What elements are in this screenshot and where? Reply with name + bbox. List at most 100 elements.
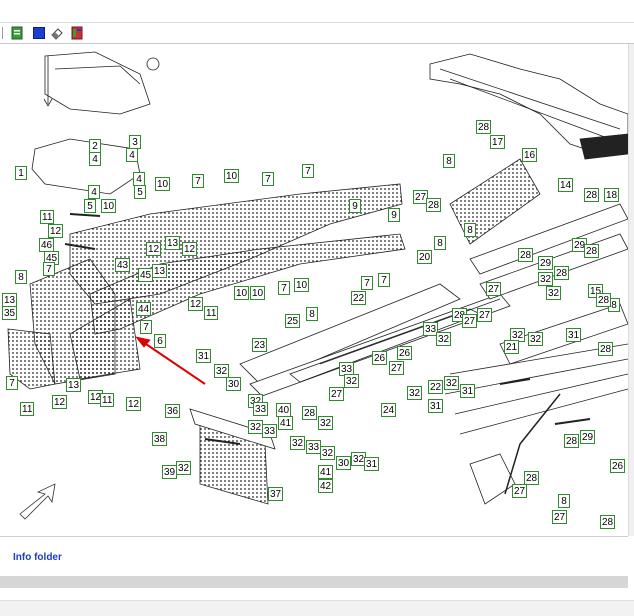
part-callout[interactable]: 32 <box>214 364 230 378</box>
part-callout[interactable]: 10 <box>101 199 117 213</box>
vertical-scrollbar[interactable] <box>628 44 634 536</box>
part-callout[interactable]: 7 <box>278 281 290 295</box>
part-callout[interactable]: 7 <box>140 320 152 334</box>
part-callout[interactable]: 28 <box>476 120 492 134</box>
part-callout[interactable]: 22 <box>428 380 444 394</box>
part-callout[interactable]: 11 <box>40 210 55 224</box>
part-callout[interactable]: 32 <box>510 328 526 342</box>
part-callout[interactable]: 16 <box>522 148 538 162</box>
part-callout[interactable]: 33 <box>423 322 439 336</box>
part-callout[interactable]: 29 <box>538 256 554 270</box>
part-callout[interactable]: 7 <box>6 376 18 390</box>
part-callout[interactable]: 30 <box>336 456 352 470</box>
part-callout[interactable]: 10 <box>294 278 310 292</box>
part-callout[interactable]: 28 <box>302 406 318 420</box>
part-callout[interactable]: 31 <box>196 349 212 363</box>
part-callout[interactable]: 12 <box>146 242 162 256</box>
part-callout[interactable]: 27 <box>477 308 493 322</box>
red-book-icon[interactable] <box>70 26 84 40</box>
part-callout[interactable]: 13 <box>2 293 18 307</box>
part-callout[interactable]: 8 <box>464 223 476 237</box>
part-callout[interactable]: 32 <box>318 416 334 430</box>
part-callout[interactable]: 12 <box>188 297 204 311</box>
part-callout[interactable]: 31 <box>460 384 476 398</box>
part-callout[interactable]: 12 <box>182 242 198 256</box>
part-callout[interactable]: 18 <box>604 188 620 202</box>
part-callout[interactable]: 28 <box>554 266 570 280</box>
part-callout[interactable]: 7 <box>192 174 204 188</box>
part-callout[interactable]: 4 <box>89 152 101 166</box>
part-callout[interactable]: 7 <box>262 172 274 186</box>
eraser-icon[interactable] <box>50 26 64 40</box>
part-callout[interactable]: 36 <box>165 404 181 418</box>
part-callout[interactable]: 33 <box>253 402 269 416</box>
part-callout[interactable]: 20 <box>417 250 433 264</box>
part-callout[interactable]: 7 <box>43 262 55 276</box>
part-callout[interactable]: 12 <box>48 224 64 238</box>
part-callout[interactable]: 32 <box>546 286 562 300</box>
part-callout[interactable]: 8 <box>15 270 27 284</box>
part-callout[interactable]: 9 <box>349 199 361 213</box>
part-callout[interactable]: 12 <box>52 395 68 409</box>
part-callout[interactable]: 27 <box>486 282 502 296</box>
part-callout[interactable]: 4 <box>133 172 145 186</box>
part-callout[interactable]: 8 <box>434 236 446 250</box>
part-callout[interactable]: 13 <box>165 236 181 250</box>
part-callout[interactable]: 4 <box>126 148 138 162</box>
part-callout[interactable]: 32 <box>320 446 336 460</box>
part-callout[interactable]: 9 <box>388 208 400 222</box>
part-callout[interactable]: 35 <box>2 306 18 320</box>
part-callout[interactable]: 41 <box>278 416 294 430</box>
part-callout[interactable]: 44 <box>136 302 152 316</box>
part-callout[interactable]: 11 <box>100 393 115 407</box>
part-callout[interactable]: 31 <box>364 457 380 471</box>
part-callout[interactable]: 29 <box>580 430 596 444</box>
part-callout[interactable]: 5 <box>84 199 96 213</box>
part-callout[interactable]: 10 <box>155 177 171 191</box>
part-callout[interactable]: 24 <box>381 403 397 417</box>
part-callout[interactable]: 10 <box>250 286 266 300</box>
part-callout[interactable]: 8 <box>558 494 570 508</box>
part-callout[interactable]: 27 <box>512 484 528 498</box>
part-callout[interactable]: 32 <box>538 272 554 286</box>
part-callout[interactable]: 7 <box>378 273 390 287</box>
part-callout[interactable]: 3 <box>129 135 141 149</box>
part-callout[interactable]: 41 <box>318 465 334 479</box>
part-callout[interactable]: 2 <box>89 139 101 153</box>
part-callout[interactable]: 31 <box>566 328 582 342</box>
part-callout[interactable]: 12 <box>126 397 142 411</box>
part-callout[interactable]: 27 <box>389 361 405 375</box>
part-callout[interactable]: 23 <box>252 338 268 352</box>
part-callout[interactable]: 25 <box>285 314 301 328</box>
part-callout[interactable]: 32 <box>351 452 367 466</box>
part-callout[interactable]: 33 <box>306 440 322 454</box>
part-callout[interactable]: 26 <box>397 346 413 360</box>
part-callout[interactable]: 1 <box>15 166 27 180</box>
part-callout[interactable]: 11 <box>20 402 35 416</box>
part-callout[interactable]: 27 <box>329 387 345 401</box>
part-callout[interactable]: 21 <box>504 340 520 354</box>
part-callout[interactable]: 4 <box>88 185 100 199</box>
part-callout[interactable]: 8 <box>443 154 455 168</box>
part-callout[interactable]: 8 <box>306 307 318 321</box>
part-callout[interactable]: 14 <box>558 178 574 192</box>
part-callout[interactable]: 6 <box>154 334 166 348</box>
part-callout[interactable]: 32 <box>248 420 264 434</box>
part-callout[interactable]: 27 <box>413 190 429 204</box>
part-callout[interactable]: 30 <box>226 377 242 391</box>
part-callout[interactable]: 32 <box>176 461 192 475</box>
part-callout[interactable]: 22 <box>351 291 367 305</box>
part-callout[interactable]: 26 <box>610 459 626 473</box>
part-callout[interactable]: 11 <box>204 306 219 320</box>
part-callout[interactable]: 17 <box>490 135 506 149</box>
part-callout[interactable]: 28 <box>564 434 580 448</box>
blue-square-icon[interactable] <box>32 26 46 40</box>
part-callout[interactable]: 32 <box>444 376 460 390</box>
part-callout[interactable]: 43 <box>115 258 131 272</box>
part-callout[interactable]: 13 <box>66 378 82 392</box>
part-callout[interactable]: 28 <box>598 342 614 356</box>
part-callout[interactable]: 40 <box>276 403 292 417</box>
part-callout[interactable]: 39 <box>162 465 178 479</box>
part-callout[interactable]: 32 <box>290 436 306 450</box>
part-callout[interactable]: 7 <box>302 164 314 178</box>
